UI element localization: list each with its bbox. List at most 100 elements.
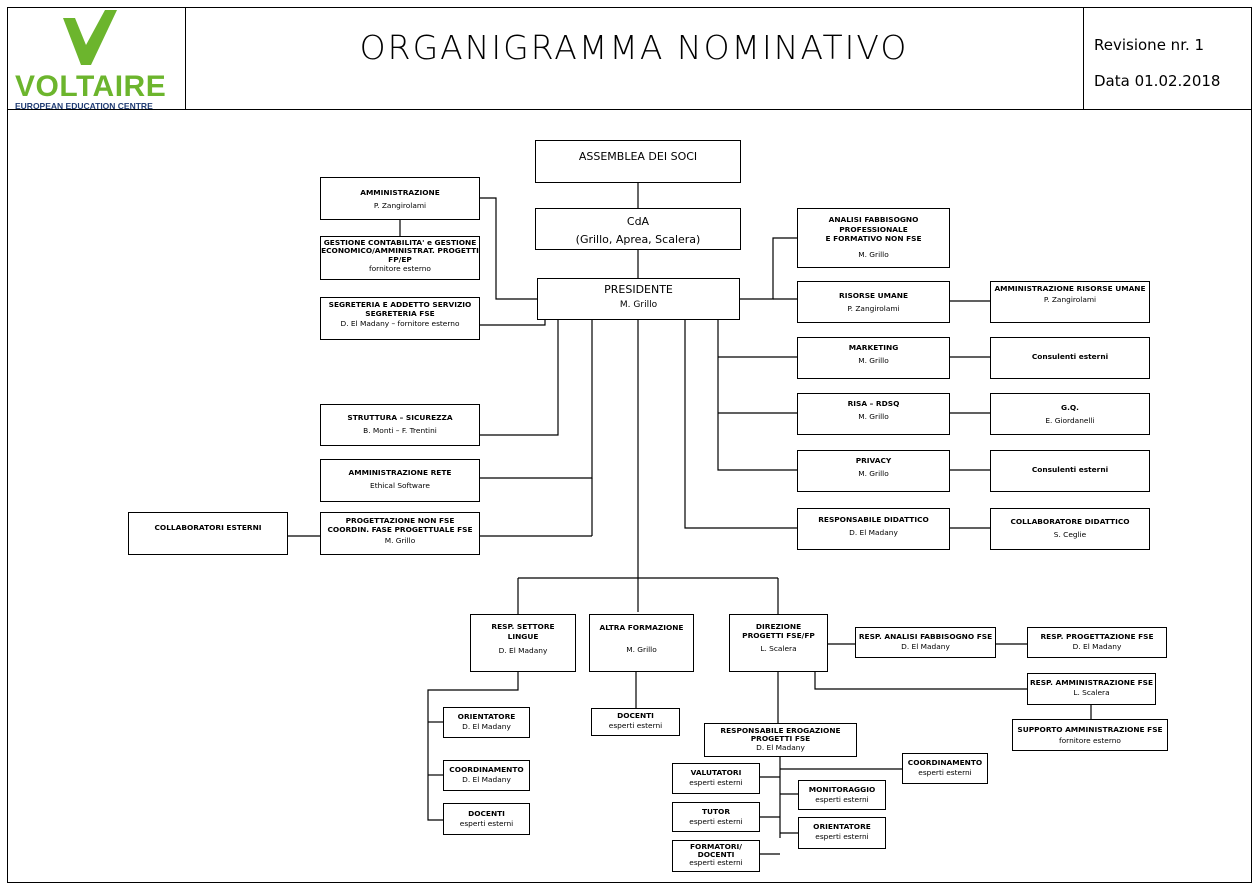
node-title: RESPONSABILE DIDATTICO [818, 515, 929, 524]
node-tutor: TUTOR esperti esterni [672, 802, 760, 832]
node-consulenti-esterni-2: Consulenti esterni [990, 450, 1150, 492]
node-coordinamento-fse: COORDINAMENTO esperti esterni [902, 753, 988, 784]
node-docenti-altra: DOCENTI esperti esterni [591, 708, 680, 736]
node-title: RESP. SETTORE LINGUE [491, 622, 555, 641]
node-subtitle: D. El Madany [849, 527, 898, 537]
node-title: COLLABORATORE DIDATTICO [1010, 517, 1130, 526]
node-docenti-lingue: DOCENTI esperti esterni [443, 803, 530, 835]
node-title: AMMINISTRAZIONE [360, 188, 440, 197]
node-struttura-sicurezza: STRUTTURA – SICUREZZA B. Monti – F. Tren… [320, 404, 480, 446]
node-subtitle: D. El Madany [901, 641, 950, 651]
node-subtitle: L. Scalera [760, 644, 797, 654]
node-subtitle: esperti esterni [689, 857, 743, 867]
node-subtitle: esperti esterni [815, 831, 869, 841]
node-subtitle: D. El Madany [462, 774, 511, 784]
node-title: SEGRETERIA E ADDETTO SERVIZIO SEGRETERIA… [328, 300, 472, 318]
node-title: DIREZIONE PROGETTI FSE/FP [742, 622, 815, 640]
node-subtitle: esperti esterni [918, 767, 972, 777]
node-title: Consulenti esterni [1031, 352, 1109, 361]
node-subtitle: Ethical Software [370, 480, 430, 490]
node-subtitle: M. Grillo [858, 411, 889, 421]
node-subtitle: M. Grillo [858, 355, 889, 365]
node-title: CdA [626, 215, 650, 228]
node-title: AMMINISTRAZIONE RETE [348, 468, 452, 477]
node-subtitle: esperti esterni [459, 818, 514, 828]
node-risorse-umane: RISORSE UMANE P. Zangirolami [797, 281, 950, 323]
revision-divider [1083, 7, 1084, 109]
node-title: PRESIDENTE [604, 283, 673, 296]
node-title: COORDINAMENTO [907, 758, 983, 767]
node-coordinamento-lingue: COORDINAMENTO D. El Madany [443, 760, 530, 791]
page-frame [7, 7, 1252, 883]
node-title: DOCENTI [617, 711, 654, 720]
node-subtitle: esperti esterni [815, 794, 869, 804]
node-subtitle: (Grillo, Aprea, Scalera) [575, 233, 701, 246]
logo-subtitle: EUROPEAN EDUCATION CENTRE [15, 101, 153, 111]
node-presidente: PRESIDENTE M. Grillo [537, 278, 740, 320]
node-subtitle: D. El Madany [1072, 641, 1122, 651]
node-title: RISORSE UMANE [839, 291, 908, 300]
node-title: COORDINAMENTO [449, 765, 524, 774]
node-consulenti-esterni-1: Consulenti esterni [990, 337, 1150, 379]
node-title: RESP. PROGETTAZIONE FSE [1040, 632, 1154, 641]
node-analisi-fabbisogno: ANALISI FABBISOGNO PROFESSIONALE E FORMA… [797, 208, 950, 268]
node-segreteria: SEGRETERIA E ADDETTO SERVIZIO SEGRETERIA… [320, 297, 480, 340]
node-assemblea-soci: ASSEMBLEA DEI SOCI [535, 140, 741, 183]
node-title: PROGETTAZIONE NON FSE COORDIN. FASE PROG… [327, 516, 473, 534]
node-title: VALUTATORI [690, 768, 742, 777]
node-monitoraggio: MONITORAGGIO esperti esterni [798, 780, 886, 810]
node-resp-analisi-fse: RESP. ANALISI FABBISOGNO FSE D. El Madan… [855, 627, 996, 658]
node-collaboratori-esterni: COLLABORATORI ESTERNI [128, 512, 288, 555]
node-title: ANALISI FABBISOGNO PROFESSIONALE E FORMA… [825, 215, 922, 244]
node-subtitle: P. Zangirolami [847, 303, 900, 313]
node-resp-lingue: RESP. SETTORE LINGUE D. El Madany [470, 614, 576, 672]
node-subtitle: P. Zangirolami [373, 200, 427, 210]
node-subtitle: D. El Madany [498, 646, 548, 656]
node-title: G.Q. [1061, 403, 1079, 412]
node-title: ORIENTATORE [813, 822, 871, 831]
node-title: RESPONSABILE EROGAZIONE PROGETTI FSE [720, 726, 841, 744]
node-subtitle: M. Grillo [858, 249, 889, 259]
node-subtitle: M. Grillo [858, 468, 889, 478]
node-direzione-fse: DIREZIONE PROGETTI FSE/FP L. Scalera [729, 614, 828, 672]
node-title: Consulenti esterni [1031, 465, 1109, 474]
node-resp-progettazione-fse: RESP. PROGETTAZIONE FSE D. El Madany [1027, 627, 1167, 658]
node-subtitle: D. El Madany – fornitore esterno [340, 319, 460, 329]
node-privacy: PRIVACY M. Grillo [797, 450, 950, 492]
node-altra-formazione: ALTRA FORMAZIONE M. Grillo [589, 614, 694, 672]
node-subtitle: fornitore esterno [369, 264, 431, 274]
logo-divider [185, 7, 186, 109]
node-resp-amm-fse: RESP. AMMINISTRAZIONE FSE L. Scalera [1027, 673, 1156, 705]
logo-wordmark: VOLTAIRE [15, 70, 167, 103]
node-resp-didattico: RESPONSABILE DIDATTICO D. El Madany [797, 508, 950, 550]
revision-date: Data 01.02.2018 [1094, 72, 1221, 90]
node-title: ASSEMBLEA DEI SOCI [578, 150, 698, 163]
revision-number: Revisione nr. 1 [1094, 36, 1205, 54]
node-subtitle: M. Grillo [619, 300, 658, 310]
node-cda: CdA (Grillo, Aprea, Scalera) [535, 208, 741, 250]
node-subtitle: esperti esterni [689, 777, 743, 787]
node-amministrazione: AMMINISTRAZIONE P. Zangirolami [320, 177, 480, 220]
node-title: ALTRA FORMAZIONE [599, 623, 684, 632]
node-title: RISA – RDSQ [847, 399, 900, 408]
node-title: COLLABORATORI ESTERNI [154, 523, 262, 532]
node-title: ORIENTATORE [457, 712, 516, 721]
node-gq: G.Q. E. Giordanelli [990, 393, 1150, 435]
node-title: TUTOR [701, 807, 731, 816]
node-title: RESP. AMMINISTRAZIONE FSE [1029, 678, 1153, 687]
node-subtitle: fornitore esterno [1059, 735, 1121, 745]
node-formatori: FORMATORI/ DOCENTI esperti esterni [672, 840, 760, 872]
header-divider [7, 109, 1252, 110]
node-supporto-amm-fse: SUPPORTO AMMINISTRAZIONE FSE fornitore e… [1012, 719, 1168, 751]
node-subtitle: E. Giordanelli [1045, 415, 1095, 425]
node-title: GESTIONE CONTABILITA' e GESTIONE ECONOMI… [321, 238, 479, 264]
node-amm-risorse-umane: AMMINISTRAZIONE RISORSE UMANE P. Zangiro… [990, 281, 1150, 323]
node-subtitle: D. El Madany [462, 721, 511, 731]
node-orientatore-fse: ORIENTATORE esperti esterni [798, 817, 886, 849]
checkmark-icon [63, 10, 117, 65]
node-progettazione-non-fse: PROGETTAZIONE NON FSE COORDIN. FASE PROG… [320, 512, 480, 555]
node-subtitle: M. Grillo [384, 535, 416, 545]
node-amministrazione-rete: AMMINISTRAZIONE RETE Ethical Software [320, 459, 480, 502]
node-subtitle: B. Monti – F. Trentini [363, 425, 437, 435]
node-subtitle: esperti esterni [689, 816, 743, 826]
